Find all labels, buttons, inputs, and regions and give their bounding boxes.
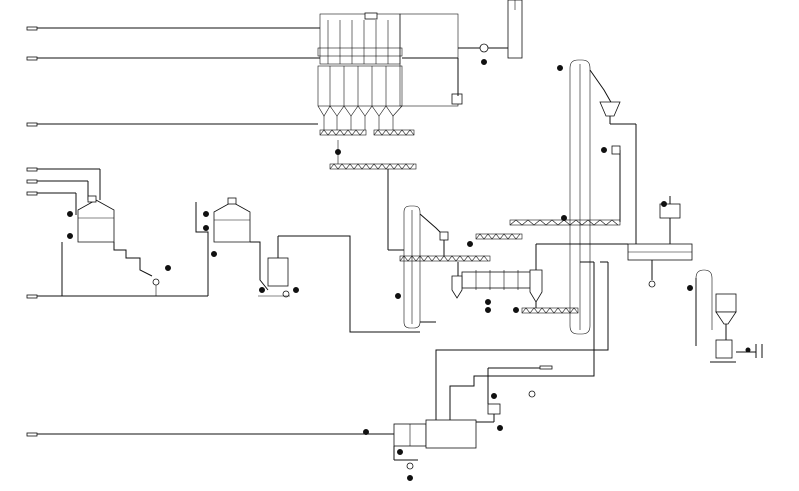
inlet-line-3 [26,122,318,127]
mid-conveyor-upper [399,255,491,262]
inlet-line-8 [26,432,394,437]
inlet-line-1 [26,26,320,31]
screw-conveyor-collect [329,140,417,170]
inlet-line-4 [26,167,101,200]
baghouse-filter-bank [317,12,463,130]
feed-tank-small [258,235,420,333]
combustion-fan [476,365,553,431]
inlet-line-2 [26,56,320,61]
hot-gas-furnace [363,419,477,481]
inlet-line-7 [26,294,62,299]
silo-right [195,197,269,296]
screw-conveyor-top-left [319,129,367,136]
id-fan [458,43,508,65]
chimney-stack [507,0,523,59]
silo-left [61,195,153,296]
process-lines [402,57,459,323]
transfer-conveyor [467,233,523,247]
screw-conveyor-top-right [373,129,415,136]
dust-collector-right [659,196,681,244]
rotary-dryer [451,243,600,313]
mid-conveyor-lower [513,302,579,314]
bucket-elevator-left [387,169,449,329]
hot-gas-ducts [435,261,609,420]
inlet-line-6 [26,191,77,215]
rotary-valve-1 [62,265,208,297]
bucket-elevator-right [557,59,637,335]
distribution-bin [600,243,693,288]
inlet-line-5 [26,179,89,200]
long-conveyor [509,150,621,226]
cyclone-bin-right [710,293,763,363]
pneumatic-lift [687,269,713,346]
inlet-lines [26,26,394,437]
